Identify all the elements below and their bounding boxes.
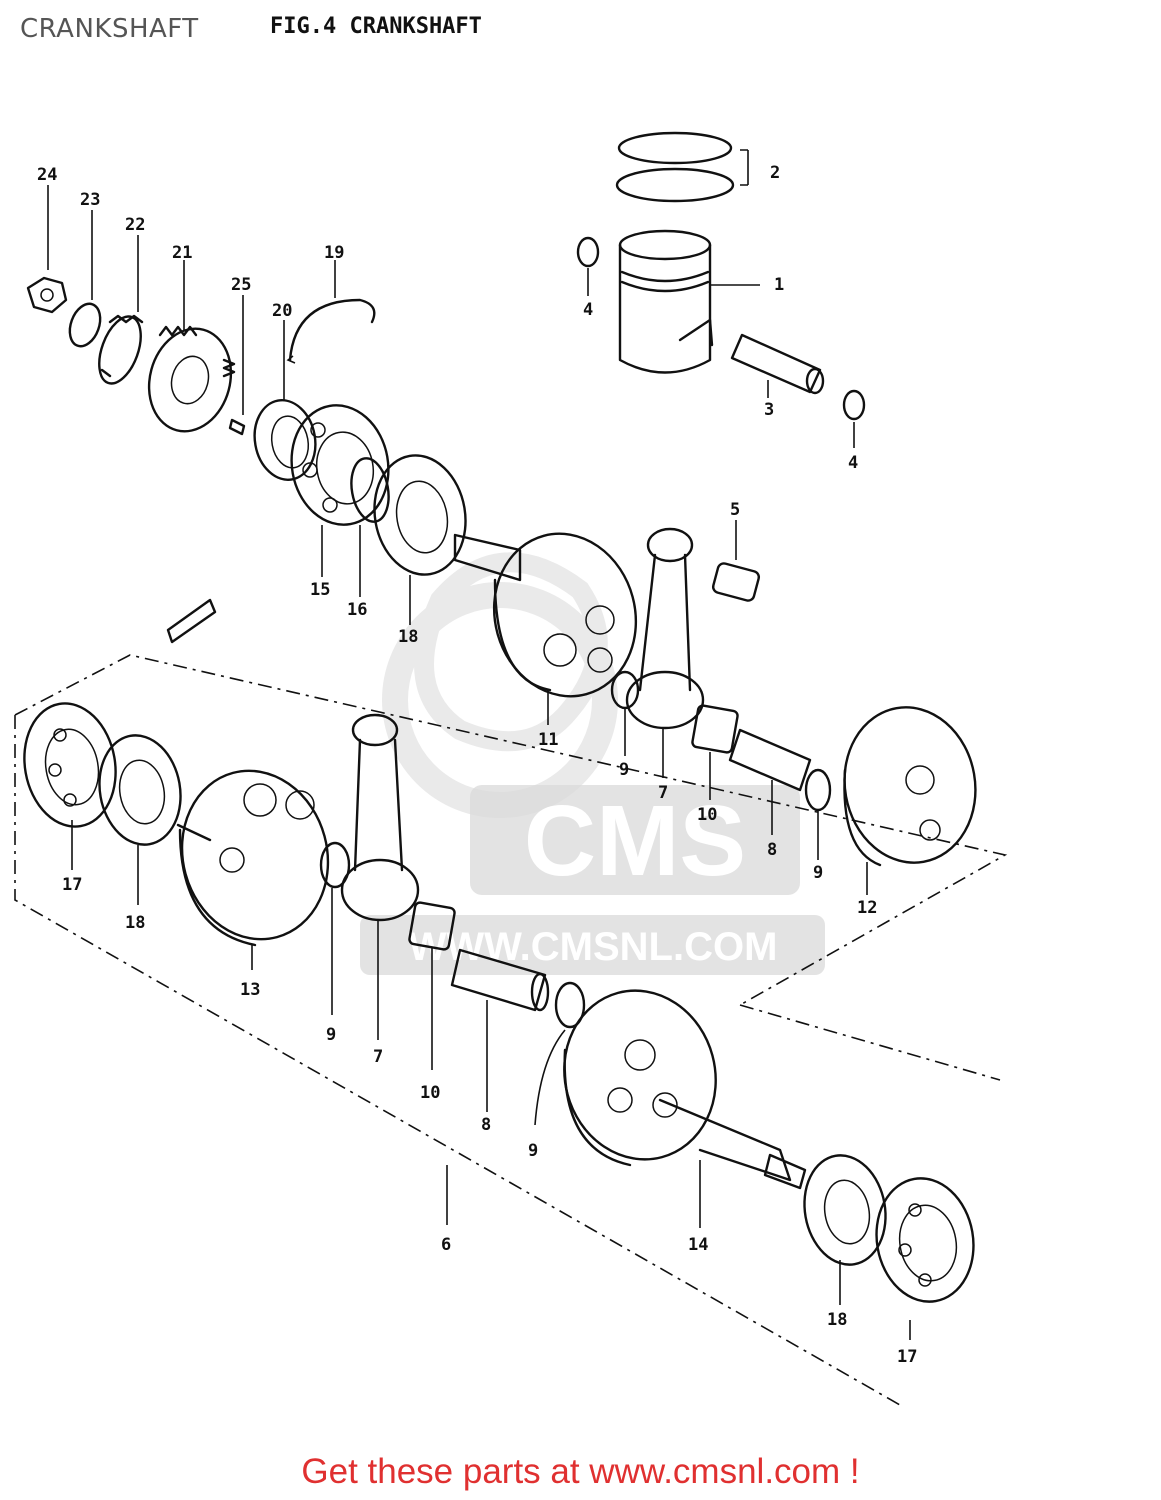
page-header: CRANKSHAFT FIG.4 CRANKSHAFT <box>0 0 1161 56</box>
assembly-boundary <box>14 654 1008 1406</box>
piston-pin <box>730 333 825 398</box>
callout-label: 10 <box>697 805 717 825</box>
callout-labels: 1 2 3 4 4 5 6 7 7 7 8 8 8 9 9 9 9 10 10 … <box>37 163 917 1367</box>
callout-label: 23 <box>80 190 100 210</box>
callout-label: 4 <box>848 453 858 473</box>
callout-label: 19 <box>324 243 344 263</box>
callout-label: 5 <box>730 500 740 520</box>
tag-marker <box>166 598 217 644</box>
callout-label: 13 <box>240 980 260 1000</box>
callout-label: 8 <box>481 1115 491 1135</box>
callout-label: 22 <box>125 215 145 235</box>
callout-label: 2 <box>770 163 780 183</box>
callout-label: 9 <box>619 760 629 780</box>
callout-label: 18 <box>125 913 145 933</box>
conrod-lower <box>340 713 586 1126</box>
callout-label: 20 <box>272 301 292 321</box>
callout-label: 7 <box>373 1047 383 1067</box>
callout-label: 10 <box>420 1083 440 1103</box>
callout-label: 8 <box>767 840 777 860</box>
callout-label: 17 <box>897 1347 917 1367</box>
cmsnl-link[interactable]: Get these parts at www.cmsnl.com ! <box>301 1452 860 1491</box>
callout-label: 4 <box>583 300 593 320</box>
crank-right-assembly <box>26 185 638 725</box>
conrod-upper <box>610 527 812 835</box>
callout-label: 24 <box>37 165 57 185</box>
page-title: CRANKSHAFT <box>20 14 199 44</box>
callout-label: 14 <box>688 1235 708 1255</box>
callout-label: 11 <box>538 730 558 750</box>
callout-label: 9 <box>528 1141 538 1161</box>
callout-label: 15 <box>310 580 330 600</box>
callout-label: 3 <box>764 400 774 420</box>
callout-label: 25 <box>231 275 251 295</box>
callout-label: 12 <box>857 898 877 918</box>
crank-web-14 <box>563 989 975 1340</box>
callout-label: 9 <box>326 1025 336 1045</box>
callout-label: 7 <box>658 783 668 803</box>
small-end-bearing <box>711 520 761 602</box>
crank-web-12 <box>804 706 977 895</box>
piston-rings <box>615 131 749 203</box>
crank-left-assembly <box>23 702 351 1015</box>
callout-label: 21 <box>172 243 192 263</box>
callout-label: 16 <box>347 600 367 620</box>
callout-label: 6 <box>441 1235 451 1255</box>
figure-title: FIG.4 CRANKSHAFT <box>270 14 482 39</box>
callout-label: 9 <box>813 863 823 883</box>
callout-label: 1 <box>774 275 784 295</box>
piston-pin-circlips <box>576 236 866 448</box>
callout-label: 18 <box>827 1310 847 1330</box>
piston <box>618 229 760 374</box>
callout-label: 17 <box>62 875 82 895</box>
callout-label: 18 <box>398 627 418 647</box>
exploded-diagram: 1 2 3 4 4 5 6 7 7 7 8 8 8 9 9 9 9 10 10 … <box>14 131 1008 1406</box>
